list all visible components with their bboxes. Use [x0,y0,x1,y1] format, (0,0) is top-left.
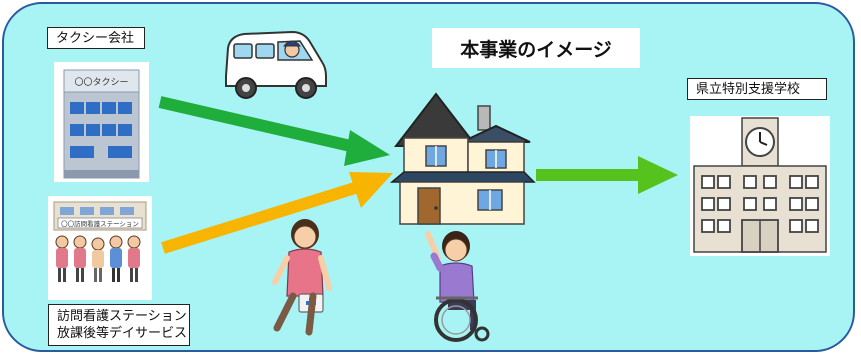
taxi-company-label: タクシー会社 [47,27,145,49]
green-arrow-taxi-to-house [158,96,390,166]
nursing-station-building-icon: 〇〇訪問看護ステーション [48,196,152,300]
school-building-icon [690,116,830,256]
nursing-station-label-line2: 放課後等デイサービス [57,326,188,341]
taxi-company-sign: 〇〇タクシー [74,77,128,88]
green-arrow-house-to-school [536,156,678,194]
taxi-company-building-icon: 〇〇タクシー [54,62,149,182]
nursing-station-sign: 〇〇訪問看護ステーション [61,219,139,228]
school-label: 県立特別支援学校 [687,78,827,100]
house-icon [389,92,536,225]
nursing-station-label-line1: 訪問看護ステーション [57,309,187,324]
nursing-station-label: 訪問看護ステーション 放課後等デイサービス [48,304,190,346]
nurse-person-icon [272,219,332,336]
taxi-van-icon [225,30,327,99]
wheelchair-user-icon [425,231,490,342]
diagram-title: 本事業のイメージ [432,28,640,68]
yellow-arrow-nursing-to-house [161,172,393,254]
